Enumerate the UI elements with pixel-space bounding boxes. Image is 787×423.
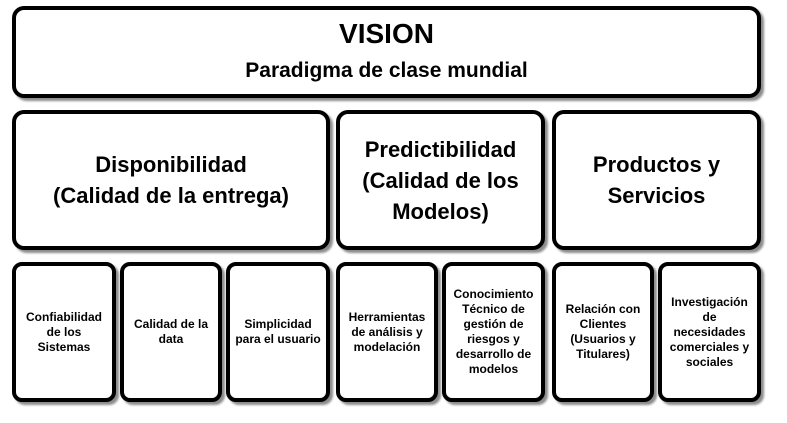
item-line: Investigación [671,294,748,309]
pillar-line: (Calidad de los [362,167,519,193]
pillar-predictibilidad: Predictibilidad (Calidad de los Modelos) [336,110,545,250]
pillar-line: Disponibilidad [95,152,247,177]
item-line: (Usuarios y [570,332,636,346]
item-line: de análisis y [351,324,423,339]
item-simplicidad: Simplicidad para el usuario [226,262,330,402]
item-line: riesgos y [467,332,520,346]
pillar-line: Servicios [607,183,706,208]
item-line: data [158,332,184,346]
pillar-productos: Productos y Servicios [552,110,761,250]
item-line: Confiabilidad [26,309,102,324]
pillar-line: Modelos) [392,198,489,224]
item-line: gestión de [463,317,524,331]
item-herramientas: Herramientas de análisis y modelación [336,262,438,402]
item-line: Técnico de [462,302,525,316]
vision-box: VISION Paradigma de clase mundial [12,6,761,98]
item-line: modelación [353,339,421,354]
item-line: sociales [685,354,734,369]
item-investigacion: Investigación de necesidades comerciales… [658,262,761,402]
item-line: Herramientas [348,309,426,324]
item-conocimiento: Conocimiento Técnico de gestión de riesg… [442,262,545,402]
vision-subtitle: Paradigma de clase mundial [245,59,528,82]
pillar-disponibilidad: Disponibilidad (Calidad de la entrega) [12,110,330,250]
item-line: Simplicidad [244,317,312,331]
item-relacion-clientes: Relación con Clientes (Usuarios y Titula… [552,262,654,402]
pillar-line: Productos y [592,152,721,177]
item-line: Conocimiento [453,287,534,301]
item-line: Titulares) [576,347,630,361]
item-line: de los Sistemas [37,324,91,354]
item-confiabilidad: Confiabilidad de los Sistemas [12,262,116,402]
vision-title: VISION [339,18,434,49]
pillar-line: Predictibilidad [364,136,517,162]
item-line: Calidad de la [133,317,209,331]
pillar-line: (Calidad de la entrega) [53,183,289,208]
item-line: Relación con [565,302,641,316]
item-line: de necesidades [673,309,746,339]
item-line: Clientes [579,317,627,331]
item-line: para el usuario [235,332,321,346]
item-line: comerciales y [669,339,750,354]
item-calidad-data: Calidad de la data [120,262,222,402]
item-line: desarrollo de [455,347,532,361]
item-line: modelos [468,362,519,376]
